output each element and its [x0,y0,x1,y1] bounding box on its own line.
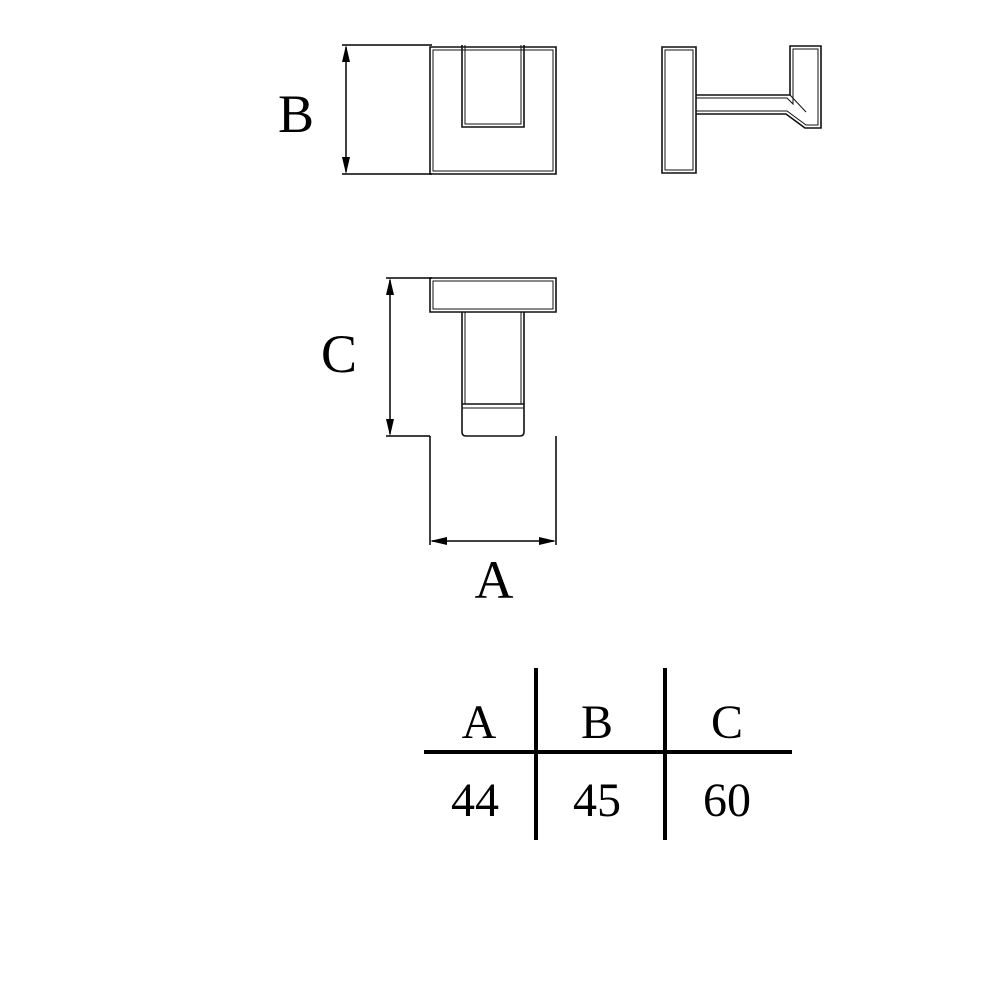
table-header-b: B [581,696,613,749]
dim-c-arrow-top [386,278,394,295]
front-view [429,45,557,175]
dim-b-arrow-top [342,45,350,62]
dimension-a: A [429,436,557,610]
dimension-table: A B C 44 45 60 [424,668,792,840]
side-hook-arm [696,45,822,129]
side-hook-bend-line [789,94,807,113]
table-value-a: 44 [451,774,499,827]
front-hook-channel-inner [464,45,522,125]
dim-b-arrow-bottom [342,157,350,174]
table-value-c: 60 [703,774,751,827]
top-stem-inner [464,312,522,404]
top-plate-outline [429,277,557,313]
front-plate-outline [429,46,557,175]
dim-a-label: A [475,550,514,610]
side-plate-outline [661,46,697,174]
dim-c-arrow-bottom [386,419,394,436]
side-hook-arm-inner [696,48,819,126]
front-hook-channel [461,45,525,128]
dim-b-label: B [278,84,314,144]
dim-a-arrow-right [539,537,556,545]
dimension-b: B [278,44,432,175]
table-value-b: 45 [573,774,621,827]
dimension-c: C [321,277,432,437]
dim-a-arrow-left [430,537,447,545]
top-view [429,277,557,437]
side-view [661,45,822,174]
top-hook-tip [461,403,525,437]
table-header-a: A [462,696,497,749]
top-plate-inner-edge [432,280,554,310]
side-plate-inner-edge [664,49,694,171]
top-stem [461,312,525,404]
dim-c-label: C [321,324,357,384]
table-header-c: C [711,696,743,749]
front-plate-inner-edge [432,49,554,172]
